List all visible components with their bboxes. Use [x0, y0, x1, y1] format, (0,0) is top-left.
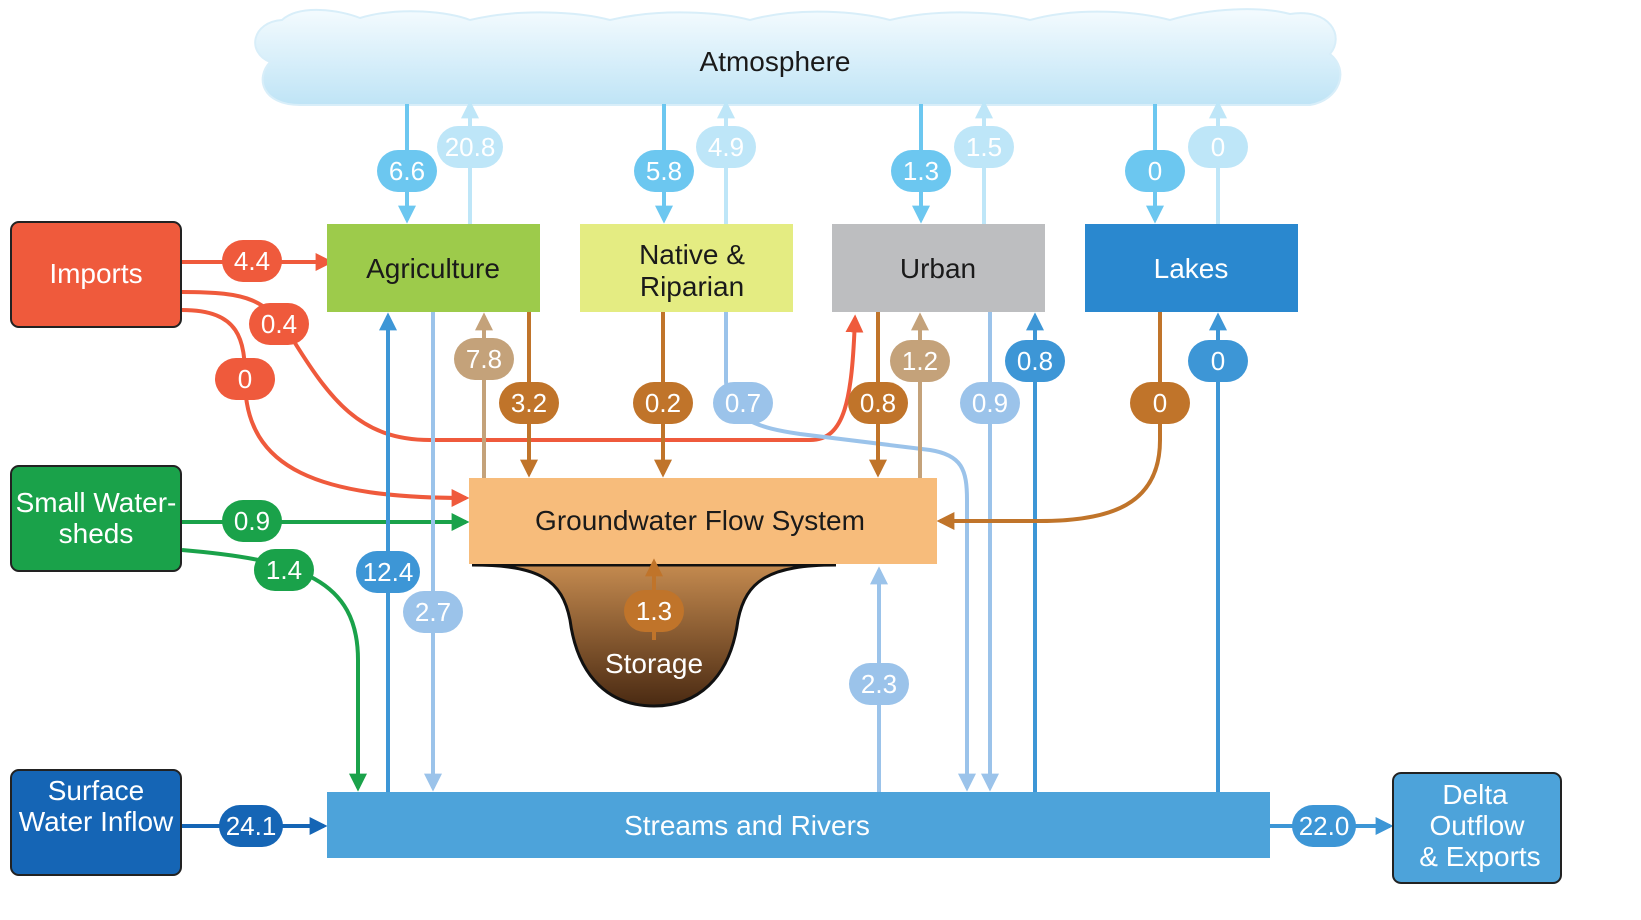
- svg-text:2.3: 2.3: [861, 669, 897, 699]
- arrow-imports-to-groundwater: [181, 308, 470, 507]
- svg-text:0: 0: [1211, 346, 1225, 376]
- value-pill: 0: [1125, 150, 1185, 192]
- value-pill: 0: [1130, 382, 1190, 424]
- delta-box: Delta Outflow & Exports: [1392, 772, 1562, 884]
- value-pill: 0.8: [848, 382, 908, 424]
- value-pill: 1.3: [624, 590, 684, 632]
- delta-label-line1: Delta: [1442, 779, 1508, 810]
- delta-label-line3: & Exports: [1419, 841, 1540, 872]
- groundwater-label: Groundwater Flow System: [535, 505, 865, 536]
- agriculture-box: Agriculture: [327, 224, 540, 312]
- flow-values: 6.6 20.8 5.8 4.9 1.3 1.5 0 0 4.4 0.4 0 7…: [215, 126, 1356, 847]
- delta-label-line2: Outflow: [1430, 810, 1526, 841]
- value-pill: 22.0: [1292, 805, 1356, 847]
- surface-inflow-label-line2: Water Inflow: [19, 806, 174, 837]
- imports-label: Imports: [49, 258, 142, 289]
- svg-text:0.8: 0.8: [860, 388, 896, 418]
- svg-text:1.2: 1.2: [902, 346, 938, 376]
- value-pill: 0.4: [249, 303, 309, 345]
- svg-text:0.9: 0.9: [972, 388, 1008, 418]
- lakes-box: Lakes: [1085, 224, 1298, 312]
- value-pill: 0.9: [960, 382, 1020, 424]
- svg-text:4.4: 4.4: [234, 246, 270, 276]
- svg-text:7.8: 7.8: [466, 344, 502, 374]
- svg-text:24.1: 24.1: [226, 811, 277, 841]
- value-pill: 1.3: [891, 150, 951, 192]
- storage-label: Storage: [605, 648, 703, 679]
- surface-inflow-label-line1: Surface: [48, 775, 145, 806]
- value-pill: 0.9: [222, 500, 282, 542]
- value-pill: 0: [215, 358, 275, 400]
- svg-text:1.3: 1.3: [636, 596, 672, 626]
- atmosphere-label: Atmosphere: [700, 46, 851, 77]
- svg-text:0.4: 0.4: [261, 309, 297, 339]
- lakes-label: Lakes: [1154, 253, 1229, 284]
- flow-lines: [181, 100, 1394, 835]
- imports-box: Imports: [10, 221, 182, 328]
- agriculture-label: Agriculture: [366, 253, 500, 284]
- value-pill: 6.6: [377, 150, 437, 192]
- svg-text:0: 0: [1148, 156, 1162, 186]
- svg-text:0: 0: [1153, 388, 1167, 418]
- svg-text:0.9: 0.9: [234, 506, 270, 536]
- svg-text:5.8: 5.8: [646, 156, 682, 186]
- value-pill: 12.4: [356, 551, 420, 593]
- svg-text:1.4: 1.4: [266, 555, 302, 585]
- value-pill: 1.2: [890, 340, 950, 382]
- value-pill: 0: [1188, 126, 1248, 168]
- value-pill: 0: [1188, 340, 1248, 382]
- small-watersheds-box: Small Water- sheds: [10, 465, 182, 572]
- svg-text:6.6: 6.6: [389, 156, 425, 186]
- streams-box: Streams and Rivers: [327, 792, 1270, 858]
- streams-label: Streams and Rivers: [624, 810, 870, 841]
- native-riparian-box: Native & Riparian: [580, 224, 793, 312]
- svg-text:4.9: 4.9: [708, 132, 744, 162]
- svg-text:3.2: 3.2: [511, 388, 547, 418]
- value-pill: 4.4: [222, 240, 282, 282]
- arrow-imports-to-urban: [181, 290, 864, 442]
- svg-text:0.8: 0.8: [1017, 346, 1053, 376]
- atmosphere-cloud: Atmosphere: [254, 8, 1342, 106]
- svg-text:22.0: 22.0: [1299, 811, 1350, 841]
- svg-text:0.2: 0.2: [645, 388, 681, 418]
- native-riparian-label-line2: Riparian: [640, 271, 744, 302]
- value-pill: 0.7: [713, 382, 773, 424]
- urban-box: Urban: [832, 224, 1045, 312]
- value-pill: 1.4: [254, 549, 314, 591]
- value-pill: 4.9: [696, 126, 756, 168]
- urban-label: Urban: [900, 253, 976, 284]
- value-pill: 24.1: [219, 805, 283, 847]
- arrow-lakes-to-gw: [936, 312, 1162, 530]
- svg-text:12.4: 12.4: [363, 557, 414, 587]
- value-pill: 2.7: [403, 591, 463, 633]
- small-watersheds-label-line1: Small Water-: [16, 487, 177, 518]
- svg-text:2.7: 2.7: [415, 597, 451, 627]
- svg-text:20.8: 20.8: [445, 132, 496, 162]
- value-pill: 1.5: [954, 126, 1014, 168]
- surface-inflow-box: Surface Water Inflow: [10, 769, 182, 876]
- value-pill: 0.8: [1005, 340, 1065, 382]
- svg-text:1.5: 1.5: [966, 132, 1002, 162]
- svg-text:0: 0: [1211, 132, 1225, 162]
- value-pill: 0.2: [633, 382, 693, 424]
- arrow-watersheds-to-streams: [181, 548, 367, 792]
- value-pill: 20.8: [437, 126, 503, 168]
- svg-text:0: 0: [238, 364, 252, 394]
- native-riparian-label-line1: Native &: [639, 239, 745, 270]
- svg-text:1.3: 1.3: [903, 156, 939, 186]
- svg-text:0.7: 0.7: [725, 388, 761, 418]
- value-pill: 2.3: [849, 663, 909, 705]
- small-watersheds-label-line2: sheds: [59, 518, 134, 549]
- value-pill: 5.8: [634, 150, 694, 192]
- value-pill: 3.2: [499, 382, 559, 424]
- value-pill: 7.8: [454, 338, 514, 380]
- groundwater-box: Groundwater Flow System: [469, 478, 937, 564]
